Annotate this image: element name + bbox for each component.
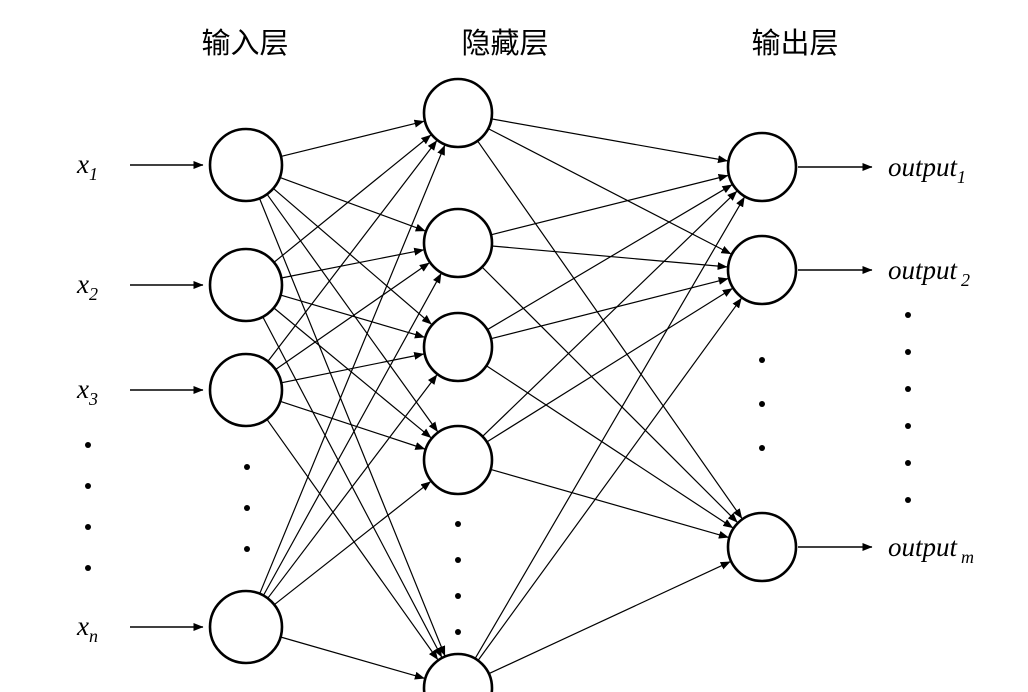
hidden-node-1	[422, 77, 494, 149]
ellipsis-dot	[759, 401, 765, 407]
connection-line	[481, 266, 738, 523]
output-label-sub: 1	[957, 167, 966, 187]
output-layer-title: 输出层	[751, 27, 838, 60]
input-label-sub: 1	[89, 164, 98, 184]
connection-line	[266, 193, 439, 433]
input-label-xn: xn	[76, 611, 98, 646]
output-label-base: output	[888, 152, 959, 182]
connection-line	[474, 196, 745, 659]
connection-line	[486, 287, 733, 443]
ellipsis-dot	[455, 557, 461, 563]
connection-line	[477, 140, 743, 519]
ellipsis-dot	[905, 423, 911, 429]
output-node-m	[726, 511, 798, 583]
input-label-x2: x2	[76, 269, 98, 304]
input-node-2	[208, 247, 284, 323]
input-label-sub: 2	[89, 284, 98, 304]
ellipsis-dot	[244, 546, 250, 552]
ellipsis-dot	[905, 497, 911, 503]
output-label-sub: m	[961, 547, 974, 567]
ellipsis-dot	[85, 483, 91, 489]
output-label-1: output1	[888, 152, 966, 187]
ellipsis-dot	[85, 442, 91, 448]
ellipsis-dot	[455, 629, 461, 635]
input-arrows	[130, 161, 204, 631]
output-node-2	[726, 234, 798, 306]
ellipsis-dot	[759, 357, 765, 363]
connection-line	[267, 140, 438, 362]
connection-line	[491, 118, 728, 164]
hidden-node-5	[422, 652, 494, 692]
connection-line	[281, 247, 425, 279]
ellipsis-dot	[244, 464, 250, 470]
output-node-ellipsis	[759, 357, 765, 451]
ellipsis-dot	[759, 445, 765, 451]
input-layer-title: 输入层	[201, 27, 288, 60]
connection-line	[267, 374, 438, 599]
connection-line	[490, 277, 729, 340]
input-layer-nodes	[208, 127, 284, 665]
connection-line	[272, 187, 432, 325]
connection-line	[482, 190, 738, 437]
connection-line	[488, 561, 731, 675]
connections-layer	[258, 118, 745, 680]
connection-line	[266, 418, 439, 660]
ellipsis-dot	[905, 460, 911, 466]
input-label-base: x	[76, 374, 89, 404]
hidden-layer-nodes	[422, 77, 494, 692]
input-label-base: x	[76, 611, 89, 641]
ellipsis-dot	[905, 386, 911, 392]
connection-line	[280, 400, 426, 450]
ellipsis-dot	[905, 312, 911, 318]
connection-line	[487, 128, 732, 255]
connection-line	[280, 636, 425, 680]
connection-line	[258, 198, 446, 657]
connection-line	[275, 262, 430, 370]
connection-line	[477, 297, 742, 661]
hidden-layer-title: 隐藏层	[461, 27, 548, 60]
ellipsis-dot	[85, 524, 91, 530]
input-label-base: x	[76, 149, 89, 179]
input-node-ellipsis	[244, 464, 250, 552]
input-label-sub: 3	[88, 389, 98, 409]
connection-line	[273, 307, 432, 439]
connection-line	[490, 173, 729, 236]
connection-line	[273, 134, 432, 263]
input-label-sub: n	[89, 626, 98, 646]
connection-line	[259, 144, 446, 594]
hidden-node-2	[422, 207, 494, 279]
connection-line	[279, 176, 426, 232]
output-label-ellipsis	[905, 312, 911, 503]
output-node-1	[726, 131, 798, 203]
input-node-1	[208, 127, 284, 203]
output-layer-nodes	[726, 131, 798, 583]
input-label-ellipsis	[85, 442, 91, 571]
input-label-base: x	[76, 269, 89, 299]
ellipsis-dot	[85, 565, 91, 571]
hidden-node-4	[422, 424, 494, 496]
input-node-n	[208, 589, 284, 665]
hidden-node-ellipsis	[455, 521, 461, 635]
connection-line	[262, 273, 442, 596]
output-arrows	[798, 163, 873, 551]
output-label-base: output	[888, 532, 959, 562]
input-label-x1: x1	[76, 149, 98, 184]
output-label-base: output	[888, 255, 959, 285]
connection-line	[273, 481, 431, 606]
hidden-node-3	[422, 311, 494, 383]
output-label-sub: 2	[961, 270, 970, 290]
connection-line	[490, 468, 729, 539]
ellipsis-dot	[455, 593, 461, 599]
connection-line	[491, 245, 728, 271]
ellipsis-dot	[905, 349, 911, 355]
connection-line	[486, 184, 733, 331]
ellipsis-dot	[244, 505, 250, 511]
input-node-3	[208, 352, 284, 428]
input-label-x3: x3	[76, 374, 98, 409]
connection-line	[280, 119, 425, 157]
ellipsis-dot	[455, 521, 461, 527]
